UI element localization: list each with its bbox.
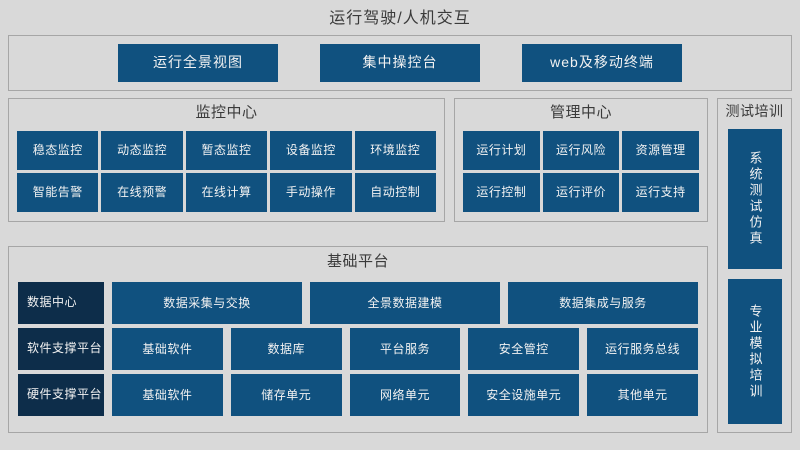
- base-tile-network-unit[interactable]: 网络单元: [349, 374, 461, 416]
- management-tile-operation-plan[interactable]: 运行计划: [463, 131, 540, 170]
- base-row-software-platform: 软件支撑平台 基础软件 数据库 平台服务 安全管控 运行服务总线: [18, 328, 698, 370]
- base-items-hardware-platform: 基础软件 储存单元 网络单元 安全设施单元 其他单元: [112, 374, 698, 416]
- monitor-tile-online-calc[interactable]: 在线计算: [185, 173, 268, 212]
- monitor-tile-environment[interactable]: 环境监控: [354, 131, 436, 170]
- base-tile-basic-software[interactable]: 基础软件: [112, 328, 223, 370]
- base-tile-storage-unit[interactable]: 储存单元: [230, 374, 342, 416]
- header-panel: 运行全景视图 集中操控台 web及移动终端: [8, 35, 792, 91]
- base-tile-data-collection[interactable]: 数据采集与交换: [112, 282, 302, 324]
- base-tile-basic-software-hw[interactable]: 基础软件: [112, 374, 223, 416]
- base-platform-rows: 数据中心 数据采集与交换 全景数据建模 数据集成与服务 软件支撑平台 基础软件 …: [18, 282, 698, 416]
- base-items-data-center: 数据采集与交换 全景数据建模 数据集成与服务: [112, 282, 698, 324]
- management-tile-operation-control[interactable]: 运行控制: [463, 173, 540, 212]
- management-tile-resource-mgmt[interactable]: 资源管理: [622, 131, 699, 170]
- monitor-center-title: 监控中心: [195, 104, 258, 121]
- monitor-tile-online-warn[interactable]: 在线预警: [101, 173, 183, 212]
- monitor-tile-equipment[interactable]: 设备监控: [270, 131, 352, 170]
- base-label-data-center[interactable]: 数据中心: [18, 282, 104, 324]
- monitor-tile-transient[interactable]: 暂态监控: [185, 131, 268, 170]
- management-tile-operation-support[interactable]: 运行支持: [622, 173, 699, 212]
- page-title: 运行驾驶/人机交互: [329, 10, 471, 27]
- header-tile-row: 运行全景视图 集中操控台 web及移动终端: [9, 36, 791, 90]
- base-platform-title: 基础平台: [326, 253, 389, 270]
- base-tile-database[interactable]: 数据库: [230, 328, 342, 370]
- monitor-tile-dynamic[interactable]: 动态监控: [101, 131, 183, 170]
- base-tile-security-control[interactable]: 安全管控: [468, 328, 580, 370]
- base-tile-service-bus[interactable]: 运行服务总线: [587, 328, 698, 370]
- management-center-title: 管理中心: [549, 104, 612, 121]
- base-label-hardware-platform[interactable]: 硬件支撑平台: [18, 374, 104, 416]
- monitor-tile-manual-op[interactable]: 手动操作: [270, 173, 352, 212]
- management-tile-operation-eval[interactable]: 运行评价: [542, 173, 620, 212]
- test-training-tile-professional-training[interactable]: 专业模拟培训: [728, 279, 782, 424]
- base-tile-other-unit[interactable]: 其他单元: [587, 374, 698, 416]
- management-tile-operation-risk[interactable]: 运行风险: [542, 131, 620, 170]
- base-tile-data-modeling[interactable]: 全景数据建模: [310, 282, 500, 324]
- header-tile-web-mobile[interactable]: web及移动终端: [522, 44, 682, 82]
- test-training-tile-system-simulation[interactable]: 系统测试仿真: [728, 129, 782, 269]
- base-tile-data-integration[interactable]: 数据集成与服务: [508, 282, 698, 324]
- monitor-center-grid: 稳态监控 动态监控 暂态监控 设备监控 环境监控 智能告警 在线预警 在线计算 …: [17, 131, 436, 212]
- monitor-center-panel: 监控中心 稳态监控 动态监控 暂态监控 设备监控 环境监控 智能告警 在线预警 …: [8, 98, 445, 222]
- header-tile-control-console[interactable]: 集中操控台: [320, 44, 480, 82]
- base-tile-security-unit[interactable]: 安全设施单元: [468, 374, 580, 416]
- base-tile-platform-service[interactable]: 平台服务: [349, 328, 461, 370]
- base-row-data-center: 数据中心 数据采集与交换 全景数据建模 数据集成与服务: [18, 282, 698, 324]
- management-center-grid: 运行计划 运行风险 资源管理 运行控制 运行评价 运行支持: [463, 131, 699, 212]
- monitor-tile-auto-control[interactable]: 自动控制: [354, 173, 436, 212]
- test-training-panel: 测试培训 系统测试仿真 专业模拟培训: [717, 98, 792, 433]
- base-platform-panel: 基础平台 数据中心 数据采集与交换 全景数据建模 数据集成与服务 软件支撑平台 …: [8, 246, 708, 433]
- base-items-software-platform: 基础软件 数据库 平台服务 安全管控 运行服务总线: [112, 328, 698, 370]
- monitor-tile-steady[interactable]: 稳态监控: [17, 131, 99, 170]
- header-tile-panorama[interactable]: 运行全景视图: [118, 44, 278, 82]
- monitor-tile-smart-alarm[interactable]: 智能告警: [17, 173, 99, 212]
- management-center-panel: 管理中心 运行计划 运行风险 资源管理 运行控制 运行评价 运行支持: [454, 98, 708, 222]
- base-row-hardware-platform: 硬件支撑平台 基础软件 储存单元 网络单元 安全设施单元 其他单元: [18, 374, 698, 416]
- base-label-software-platform[interactable]: 软件支撑平台: [18, 328, 104, 370]
- test-training-title: 测试培训: [725, 103, 784, 119]
